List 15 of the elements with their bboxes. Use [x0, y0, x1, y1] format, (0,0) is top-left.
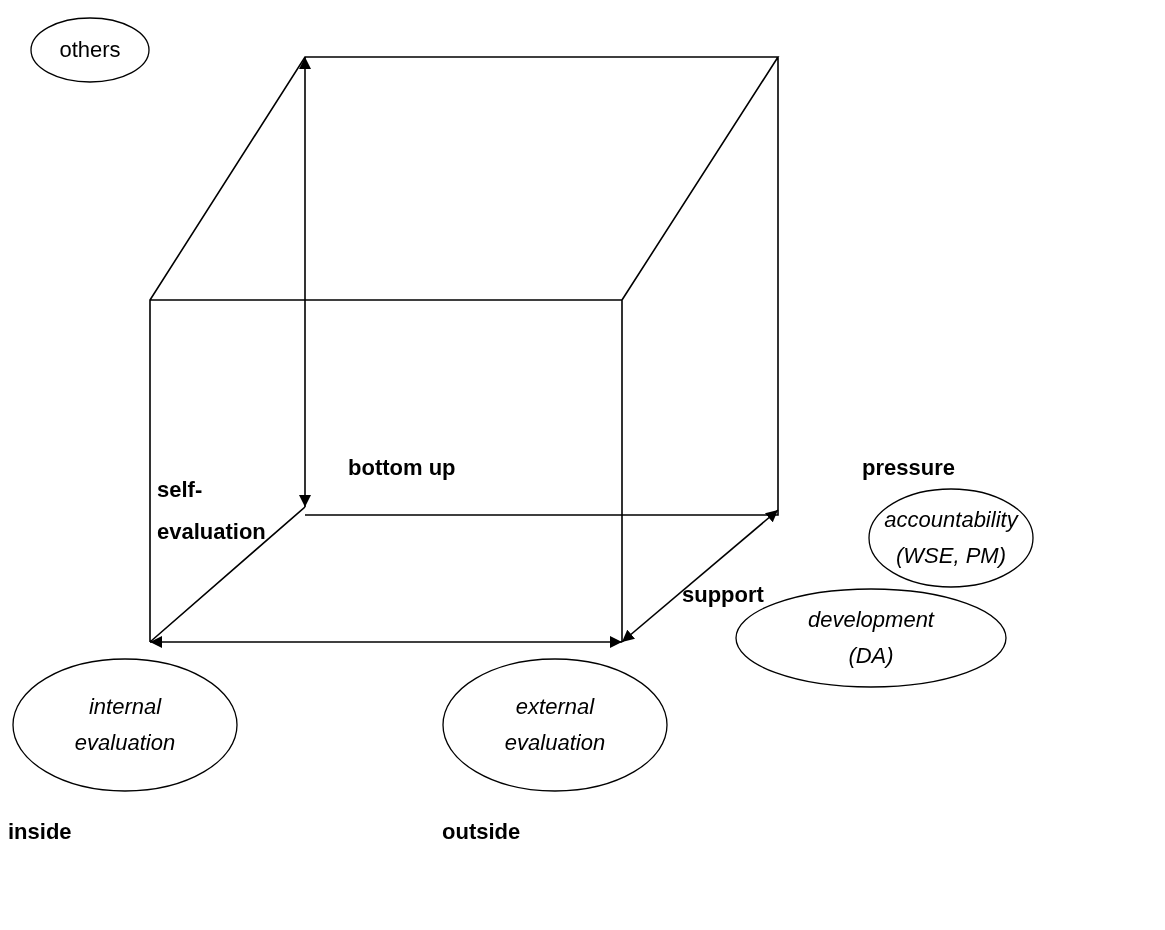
- axis-label: inside: [8, 818, 72, 846]
- ellipse-node: [442, 658, 668, 792]
- ellipse-node: [12, 658, 238, 792]
- ellipse-node: [30, 17, 150, 83]
- axis-label: bottom up: [348, 454, 456, 482]
- ellipse-node: [868, 488, 1034, 588]
- node-text: others: [59, 36, 121, 64]
- node-text: development (DA): [807, 606, 936, 670]
- axis-label: pressure: [862, 454, 955, 482]
- axis-label: support: [682, 581, 764, 609]
- node-text: accountability (WSE, PM): [883, 506, 1020, 570]
- node-text: external evaluation: [503, 693, 607, 757]
- axis-label: self-evaluation: [157, 476, 267, 546]
- axis-label: outside: [442, 818, 521, 846]
- node-text: internal evaluation: [73, 693, 177, 757]
